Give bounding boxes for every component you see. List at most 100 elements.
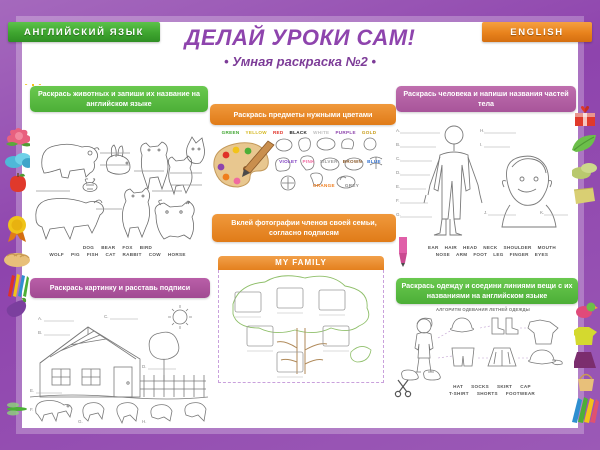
word-item: NOSE (435, 252, 450, 257)
body-label: A. (396, 128, 400, 133)
animals-wordlist-row2: WOLF PIG FISH CAT RABBIT COW HORSE (30, 252, 205, 257)
body-label: K. (540, 210, 544, 215)
family-tree-area (218, 270, 384, 383)
picture-label: C. (104, 314, 109, 319)
word-item: EAR (427, 245, 439, 250)
word-item: RABBIT (122, 252, 142, 257)
color-word-pink: PINK (302, 159, 315, 164)
page-subtitle: • Умная раскраска №2 • (224, 54, 376, 69)
pencils-decoration (2, 272, 30, 298)
palette-icon (210, 139, 276, 193)
section-picture: Раскрась картинку и расставь подписи (30, 278, 210, 425)
word-item: FISH (86, 252, 99, 257)
color-word-violet: VIOLET (279, 159, 298, 164)
page-title: ДЕЛАЙ УРОКИ САМ! (184, 25, 416, 50)
color-word-yellow: YELLOW (245, 130, 267, 135)
picture-banner: Раскрась картинку и расставь подписи (30, 278, 210, 298)
color-word-brown: BROWN (342, 159, 363, 164)
color-word-orange: ORANGE (312, 183, 335, 188)
word-item: LEG (493, 252, 504, 257)
scissors-icon (394, 378, 412, 398)
ribbon-english-label: ENGLISH (482, 22, 592, 42)
word-item: SHORTS (476, 391, 498, 396)
colors-objects-art (272, 135, 388, 191)
section-colors: Раскрась предметы нужными цветами GREEN … (210, 104, 396, 208)
color-word-gold: GOLD (361, 130, 377, 135)
body-label: J. (484, 210, 488, 215)
word-item: EYES (534, 252, 549, 257)
my-family-title: MY FAMILY (218, 256, 384, 270)
clothes-coloring-art (396, 314, 574, 384)
body-label: D. (396, 170, 401, 175)
eggplant-decoration (4, 296, 30, 320)
clothes-wordlist-row1: HAT SOCKS SKIRT CAP (416, 384, 568, 389)
picture-label: D. (142, 364, 147, 369)
picture-label: H. (142, 419, 147, 424)
leaf-decoration (570, 132, 598, 154)
word-item: BEAR (101, 245, 116, 250)
color-word-blue: BLUE (367, 159, 381, 164)
rose-decoration (4, 126, 34, 148)
word-item: PIG (71, 252, 80, 257)
word-item: HEAD (463, 245, 478, 250)
colors-wordlist-row1: GREEN YELLOW RED BLACK WHITE PURPLE GOLD (210, 130, 388, 135)
body-label: E. (396, 184, 400, 189)
house-coloring-art: A. B. C. D. E. F. G. H. (30, 301, 210, 425)
picture-label: G. (78, 419, 83, 424)
word-item: NECK (483, 245, 498, 250)
dragonfly-decoration (4, 400, 30, 418)
section-body-parts: Раскрась человека и напиши названия част… (394, 86, 576, 272)
picture-label: A. (38, 316, 42, 321)
color-word-purple: PURPLE (335, 130, 356, 135)
word-item: T-SHIRT (448, 391, 469, 396)
animals-wordlist-row1: DOG BEAR FOX BIRD (30, 245, 205, 250)
color-word-green: GREEN (221, 130, 240, 135)
body-parts-wordlist-row2: NOSE ARM FOOT LEG FINGER EYES (414, 252, 570, 257)
word-item: COW (148, 252, 161, 257)
gift-decoration (572, 104, 598, 128)
colors-banner: Раскрась предметы нужными цветами (210, 104, 396, 125)
word-item: FOOT (473, 252, 488, 257)
section-my-family: MY FAMILY (218, 256, 384, 388)
picture-label: F. (30, 407, 34, 412)
section-family-banner: Вклей фотографии членов своей семьи, сог… (212, 214, 396, 242)
bird-decoration (574, 300, 598, 320)
body-parts-coloring-art: A. B. C. D. E. F. G. H. I. J. K. (396, 115, 572, 245)
body-label: I. (480, 142, 483, 147)
word-item: FOOTWEAR (505, 391, 536, 396)
colors-wordlist-row2: VIOLET PINK SILVER BROWN BLUE (270, 159, 390, 164)
color-word-red: RED (272, 130, 284, 135)
skirt-decoration (571, 350, 597, 370)
body-label: F. (396, 198, 400, 203)
body-parts-wordlist-row1: EAR HAIR HEAD NECK SHOULDER MOUTH (414, 245, 570, 250)
body-parts-banner: Раскрась человека и напиши названия част… (396, 86, 576, 112)
word-item: WOLF (49, 252, 65, 257)
marker-icon (394, 237, 412, 267)
color-word-black: BLACK (289, 130, 308, 135)
word-item: CAT (105, 252, 116, 257)
basket-decoration (575, 372, 597, 392)
body-label: B. (396, 142, 400, 147)
cloth-decoration (571, 186, 597, 206)
word-item: HAT (453, 384, 464, 389)
clothes-wordlist-row2: T-SHIRT SHORTS FOOTWEAR (416, 391, 568, 396)
word-item: FOX (122, 245, 133, 250)
section-clothes: Раскрась одежду и соедини линиями вещи с… (394, 278, 578, 402)
apple-decoration (6, 172, 30, 194)
colors-wordlist-row3: ORANGE GREY (286, 183, 386, 188)
body-label: H. (480, 128, 485, 133)
word-item: HORSE (167, 252, 186, 257)
color-word-silver: SILVER (319, 159, 338, 164)
picture-label: B. (38, 330, 42, 335)
medal-decoration (4, 215, 30, 243)
family-banner: Вклей фотографии членов своей семьи, сог… (212, 214, 396, 242)
word-item: DOG (82, 245, 95, 250)
word-item: ARM (455, 252, 468, 257)
animals-coloring-art (30, 115, 208, 243)
color-word-white: WHITE (313, 130, 330, 135)
color-word-grey: GREY (344, 183, 360, 188)
animals-banner: Раскрась животных и запиши их название н… (30, 86, 208, 112)
section-animals: Раскрась животных и запиши их название н… (30, 86, 208, 270)
word-item: FINGER (509, 252, 529, 257)
